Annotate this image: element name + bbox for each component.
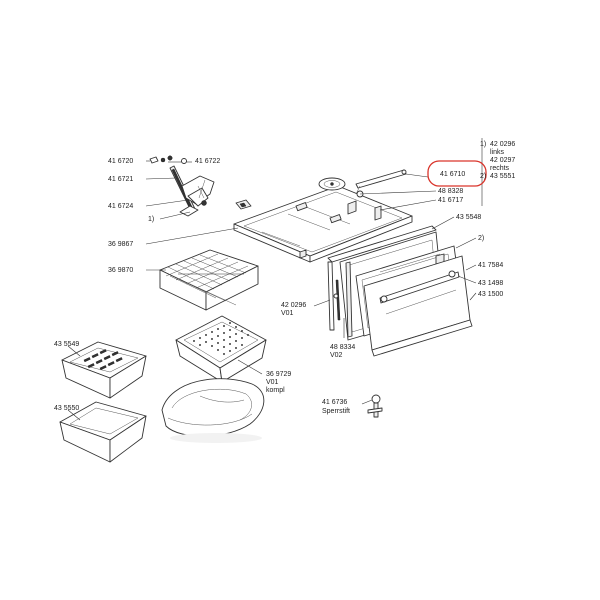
oven-rack-36-9867 — [159, 249, 259, 311]
legend-42-0297: 42 0297 — [490, 157, 515, 164]
label-41-6722: 41 6722 — [195, 158, 220, 165]
legend-42-0296: 42 0296 — [490, 141, 515, 148]
label-48-8328: 48 8328 — [438, 188, 463, 195]
label-42-0296: 42 0296 — [281, 302, 306, 309]
legend-links: links — [490, 149, 505, 156]
label-v01-dish: V01 — [266, 379, 279, 386]
label-sperrstift: Sperrstift — [322, 408, 350, 415]
leader-lines — [67, 138, 483, 421]
label-43-5548: 43 5548 — [456, 214, 481, 221]
label-43-5550: 43 5550 — [54, 405, 79, 412]
label-36-9867: 36 9867 — [108, 241, 133, 248]
label-41-6721: 41 6721 — [108, 176, 133, 183]
hinge-assembly — [149, 155, 252, 217]
label-41-6717: 41 6717 — [438, 197, 463, 204]
legend-note-2: 2) — [480, 173, 486, 180]
label-v02: V02 — [330, 352, 343, 359]
label-note-1: 1) — [148, 216, 154, 223]
oven-top-chassis — [233, 169, 413, 263]
perforated-dish-36-9729 — [175, 315, 267, 383]
label-41-6720: 41 6720 — [108, 158, 133, 165]
tray-43-5549 — [61, 341, 147, 399]
part-labels: 41 6720 41 6722 41 6721 41 6724 1) 36 98… — [54, 158, 503, 415]
label-41-6736: 41 6736 — [322, 399, 347, 406]
oven-door-assembly — [327, 225, 473, 357]
footnote-legend: 1) 42 0296 links 42 0297 rechts 2) 43 55… — [480, 141, 515, 180]
label-41-6710: 41 6710 — [440, 171, 465, 178]
steam-bowl-lid — [161, 378, 265, 443]
locking-pin-41-6736 — [367, 394, 383, 418]
label-48-8334: 48 8334 — [330, 344, 355, 351]
label-41-7584: 41 7584 — [478, 262, 503, 269]
label-note-2: 2) — [478, 235, 484, 242]
label-43-5549: 43 5549 — [54, 341, 79, 348]
legend-rechts: rechts — [490, 165, 510, 172]
label-43-1500: 43 1500 — [478, 291, 503, 298]
label-v01: V01 — [281, 310, 294, 317]
legend-note-1: 1) — [480, 141, 486, 148]
label-43-1498: 43 1498 — [478, 280, 503, 287]
label-41-6724: 41 6724 — [108, 203, 133, 210]
label-36-9729: 36 9729 — [266, 371, 291, 378]
label-36-9870: 36 9870 — [108, 267, 133, 274]
tray-43-5550 — [59, 401, 147, 463]
legend-43-5551: 43 5551 — [490, 173, 515, 180]
highlight-marker — [427, 160, 487, 187]
label-kompl: kompl — [266, 387, 285, 394]
